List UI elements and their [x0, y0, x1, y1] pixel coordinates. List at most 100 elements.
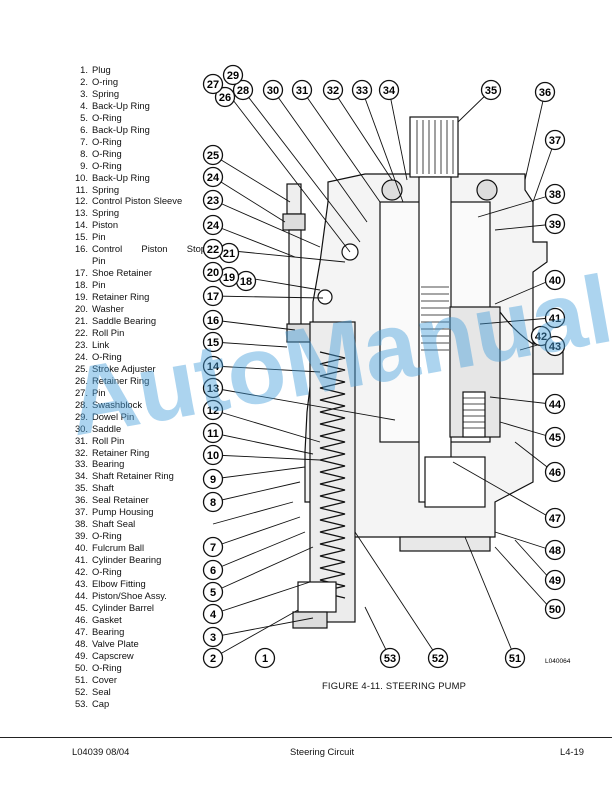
callout-label: 24	[207, 220, 220, 232]
list-item: 28.Swashblock	[74, 398, 143, 410]
list-item: 53.Cap	[74, 697, 110, 709]
callout-label: 33	[356, 85, 368, 97]
callout-46: 46	[544, 461, 566, 483]
callout-13: 13	[202, 377, 224, 399]
callout-12: 12	[202, 399, 224, 421]
footer-section: Steering Circuit	[290, 746, 355, 757]
callout-label: 49	[549, 575, 561, 587]
callout-41: 41	[544, 307, 566, 329]
callout-label: 6	[210, 565, 216, 577]
list-item: Pin	[92, 255, 106, 267]
callout-16: 16	[202, 309, 224, 331]
list-item: 50.O-Ring	[74, 661, 122, 673]
list-item: 15.Pin	[74, 231, 106, 243]
callout-label: 47	[549, 513, 561, 525]
callout-48: 48	[544, 539, 566, 561]
callout-label: 8	[210, 497, 216, 509]
list-item: 13.Spring	[74, 207, 120, 219]
list-item: 33.Bearing	[74, 458, 125, 470]
list-item: 20.Washer	[74, 303, 124, 315]
callout-49: 49	[544, 569, 566, 591]
callout-37: 37	[544, 129, 566, 151]
list-item: 47.Bearing	[74, 625, 125, 637]
drawing-code: L040064	[545, 658, 571, 665]
callout-label: 38	[549, 189, 561, 201]
callout-label: 19	[223, 272, 235, 284]
callout-53: 53	[379, 647, 401, 669]
callout-label: 21	[223, 248, 235, 260]
list-item: 34.Shaft Retainer Ring	[74, 470, 174, 482]
callout-label: 32	[327, 85, 339, 97]
callout-34: 34	[378, 79, 400, 101]
callout-label: 30	[267, 85, 279, 97]
callout-label: 13	[207, 383, 219, 395]
callout-36: 36	[534, 81, 556, 103]
callout-3: 3	[202, 626, 224, 648]
callout-15: 15	[202, 331, 224, 353]
callout-label: 9	[210, 474, 216, 486]
callout-1: 1	[254, 647, 276, 669]
list-item: 10.Back-Up Ring	[74, 171, 150, 183]
footer-doc-id: L04039 08/04	[72, 746, 130, 757]
callout-31: 31	[291, 79, 313, 101]
list-item: 2.O-ring	[80, 75, 119, 87]
callout-label: 52	[432, 653, 444, 665]
callout-21: 21	[218, 242, 240, 264]
callout-label: 7	[210, 542, 216, 554]
callout-24a: 24	[202, 214, 224, 236]
callout-label: 46	[549, 467, 561, 479]
callout-label: 29	[227, 70, 239, 82]
list-item: 36.Seal Retainer	[74, 494, 149, 506]
parts-list: 1.Plug 2.O-ring 3.Spring 4.Back-Up Ring …	[66, 64, 206, 709]
callout-50: 50	[544, 598, 566, 620]
callout-8: 8	[202, 491, 224, 513]
callout-28: 28	[232, 79, 254, 101]
callout-6: 6	[202, 559, 224, 581]
footer-divider	[0, 737, 612, 738]
list-item: 45.Cylinder Barrel	[74, 601, 154, 613]
callout-label: 27	[207, 79, 219, 91]
list-item: 44.Piston/Shoe Assy.	[74, 589, 167, 601]
list-item: 48.Valve Plate	[74, 637, 139, 649]
callout-balloons: 1 2 3 4 5 6 7 8 9 10 11 12 13 14 15 16 1…	[202, 64, 566, 669]
callout-label: 40	[549, 275, 561, 287]
callout-label: 31	[296, 85, 308, 97]
list-item: 3.Spring	[80, 87, 120, 99]
list-item: 11.Spring	[75, 183, 120, 195]
callout-44: 44	[544, 393, 566, 415]
list-item: 46.Gasket	[74, 613, 122, 625]
callout-label: 17	[207, 291, 219, 303]
callout-45: 45	[544, 426, 566, 448]
list-item: 42.O-Ring	[74, 566, 122, 578]
callout-label: 12	[207, 405, 219, 417]
callout-label: 53	[384, 653, 396, 665]
callout-9: 9	[202, 468, 224, 490]
steering-pump-drawing: 1 2 3 4 5 6 7 8 9 10 11 12 13 14 15 16 1…	[202, 64, 571, 669]
callout-label: 10	[207, 450, 219, 462]
list-item: 7.O-Ring	[80, 135, 122, 147]
list-item: 9.O-Ring	[80, 159, 122, 171]
list-item: 32.Retainer Ring	[74, 446, 150, 458]
callout-40: 40	[544, 269, 566, 291]
callout-29: 29	[222, 64, 244, 86]
list-item: 39.O-Ring	[74, 530, 122, 542]
list-item: 27.Pin	[74, 386, 106, 398]
callout-label: 22	[207, 244, 219, 256]
callout-label: 14	[207, 361, 220, 373]
callout-24b: 24	[202, 166, 224, 188]
list-item: 37.Pump Housing	[74, 506, 154, 518]
list-item: 6.Back-Up Ring	[80, 123, 150, 135]
callout-25: 25	[202, 144, 224, 166]
callout-2: 2	[202, 647, 224, 669]
callout-label: 43	[549, 341, 561, 353]
list-item: 17.Shoe Retainer	[74, 267, 152, 279]
callout-26: 26	[214, 86, 236, 108]
callout-label: 42	[535, 331, 547, 343]
callout-11: 11	[202, 422, 224, 444]
list-item: 18.Pin	[74, 279, 106, 291]
list-item: 29.Dowel Pin	[74, 410, 135, 422]
list-item: 14.Piston	[74, 219, 119, 231]
callout-7: 7	[202, 536, 224, 558]
callout-label: 5	[210, 587, 216, 599]
callout-label: 41	[549, 313, 561, 325]
